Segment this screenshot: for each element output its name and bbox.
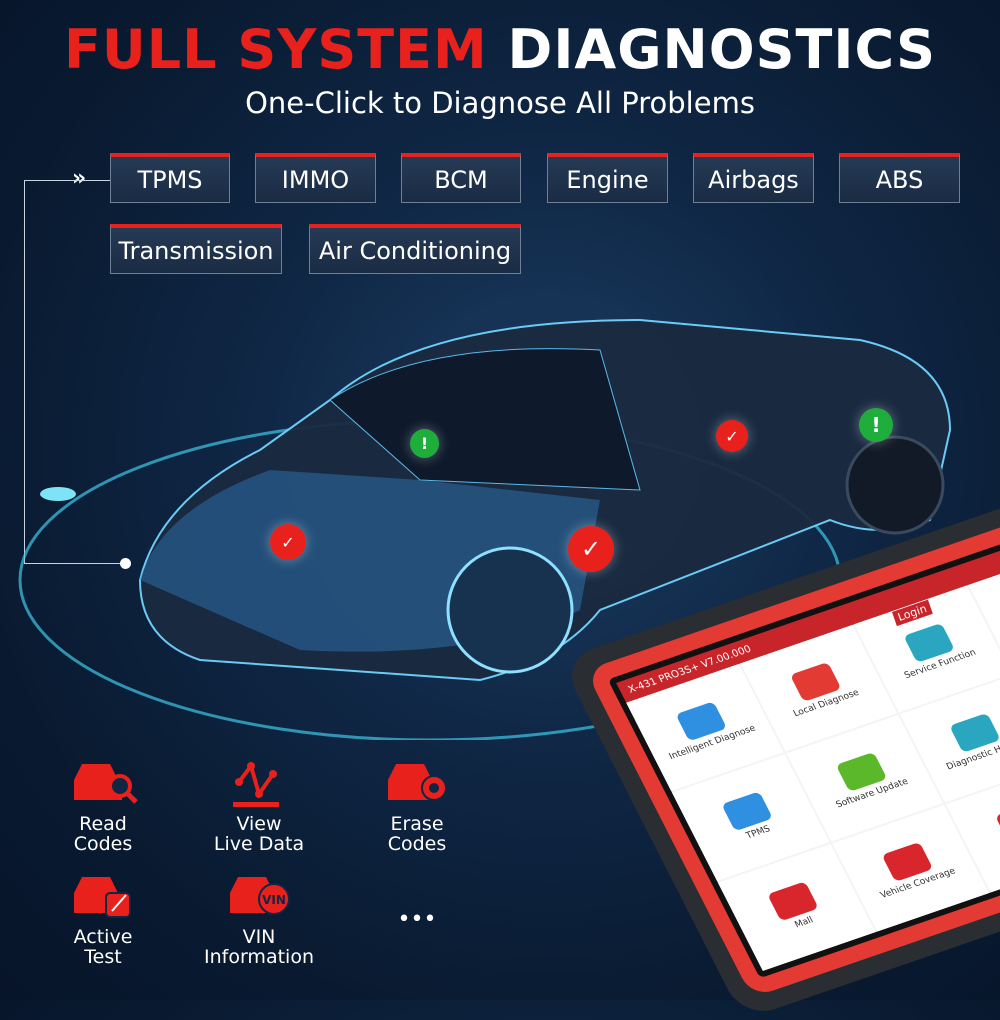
connector-line [24,180,124,564]
check-icon: ✓ [270,524,306,560]
app-label: Mall [793,915,816,931]
front-wheel [446,546,574,674]
check-icon: ✓ [568,526,614,572]
app-icon [995,802,1000,843]
car-windshield [329,348,641,491]
double-chevron-icon: » [72,166,87,191]
line-graph-icon [233,761,279,807]
svg-text:VIN: VIN [262,893,286,907]
app-icon [767,881,819,922]
tag-air-conditioning: Air Conditioning [309,224,521,274]
ring-marker [40,487,76,501]
page-title: FULL SYSTEM DIAGNOSTICS [64,18,936,81]
car-search-icon [74,764,138,804]
tag-immo: IMMO [255,153,376,203]
car-illustration [18,318,952,740]
car-edit-icon [74,877,131,918]
tag-transmission: Transmission [110,224,282,274]
car-gear-icon [388,764,447,801]
tag-bcm: BCM [401,153,521,203]
tag-engine: Engine [547,153,668,203]
tag-tpms: TPMS [110,153,230,203]
check-icon: ✓ [716,420,748,452]
app-label: TPMS [744,824,773,842]
tag-airbags: Airbags [693,153,814,203]
car-vin-icon: VIN [230,877,290,915]
tag-abs: ABS [839,153,960,203]
more-features-ellipsis: ••• [397,907,437,932]
subtitle: One-Click to Diagnose All Problems [245,86,755,120]
warning-icon: ! [859,408,893,442]
connector-dot [120,558,131,569]
warning-icon: ! [410,429,439,458]
rear-wheel [845,435,945,535]
